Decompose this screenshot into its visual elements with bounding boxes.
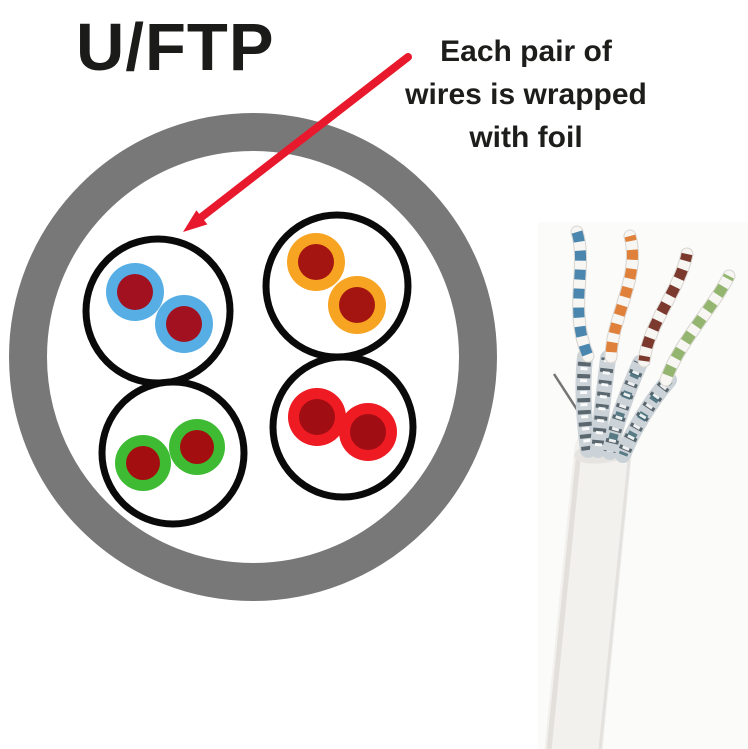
wire-pair-blue	[82, 235, 234, 387]
foil-strip-green	[615, 372, 677, 463]
wire-conductor	[126, 446, 160, 480]
wire-pair-red	[269, 353, 417, 501]
jacket-right-shade	[598, 459, 631, 749]
annotation-arrow	[183, 53, 412, 232]
photo-cable-jacket	[544, 423, 632, 749]
wire-conductor	[298, 244, 334, 280]
annotation-line: wires is wrapped	[405, 78, 647, 111]
wire-conductor	[299, 399, 335, 435]
twisted-pairs	[570, 225, 736, 387]
arrow-head-icon	[183, 210, 208, 232]
annotation-line: with foil	[469, 121, 583, 154]
arrow-shaft	[195, 53, 412, 223]
wire-pair-green	[98, 378, 248, 528]
page-title: U/FTP	[76, 10, 275, 85]
wire-conductor	[117, 274, 153, 310]
cable-jacket-ring	[9, 113, 497, 601]
wire-conductor	[166, 306, 202, 342]
jacket-left-shade	[546, 459, 581, 749]
twisted-pair-green-white	[659, 269, 736, 387]
foil-strip-orange	[590, 350, 616, 458]
cable-photo	[538, 222, 748, 749]
cable-cross-section-diagram	[9, 113, 497, 601]
annotation-line: Each pair of	[440, 35, 612, 68]
twisted-pair-brown-white	[637, 247, 694, 368]
wire-conductor	[339, 287, 375, 323]
twisted-pair-orange-white	[604, 229, 639, 364]
twisted-pair-blue-white	[570, 225, 595, 363]
foil-strip-brown	[602, 355, 648, 460]
wire-pair-orange	[262, 211, 412, 361]
foil-shield-strips	[575, 349, 677, 463]
wire-conductor	[350, 414, 386, 450]
annotation-text: Each pair of wires is wrapped with foil	[380, 30, 672, 159]
wire-conductor	[180, 430, 214, 464]
foil-strip-blue	[575, 349, 596, 458]
